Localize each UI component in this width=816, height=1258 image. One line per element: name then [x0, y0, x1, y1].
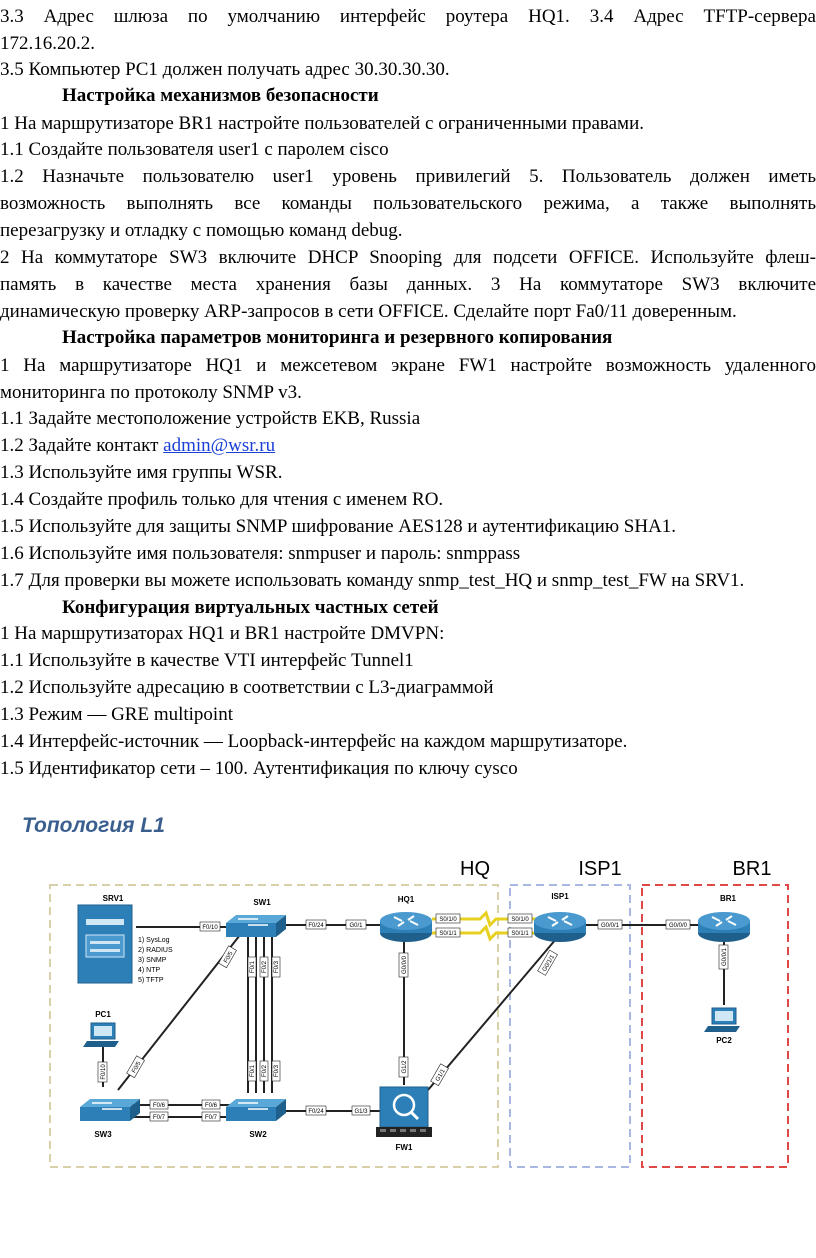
port-label: S0/1/0	[439, 917, 457, 923]
port-label: G0/1	[349, 923, 363, 929]
text-line: 1.3 Режим — GRE multipoint	[0, 704, 233, 725]
topology-title: Топология L1	[22, 814, 165, 837]
port-label: G0/0/1	[722, 947, 728, 966]
zone-isp-label: ISP1	[578, 858, 621, 880]
zone-hq-label: HQ	[460, 858, 490, 880]
text-line: 1.6 Используйте имя пользователя: snmpus…	[0, 543, 521, 564]
text-line: 1.1 Задайте местоположение устройств EKB…	[0, 408, 421, 429]
svg-text:4) NTP: 4) NTP	[138, 967, 161, 974]
text-line: 3.5 Компьютер PC1 должен получать адрес …	[0, 59, 450, 80]
br1-label: BR1	[720, 894, 737, 903]
section-heading: Конфигурация виртуальных частных сетей	[62, 597, 439, 618]
fw1-label: FW1	[396, 1143, 413, 1152]
text-line: 1.7 Для проверки вы можете использовать …	[0, 570, 745, 591]
port-label: G1/2	[402, 1060, 408, 1074]
port-label: F0/24	[308, 923, 324, 929]
text-line: перезагрузку и отладку с помощью команд …	[0, 220, 403, 241]
sw1-switch	[225, 914, 287, 938]
port-label: S0/1/1	[511, 931, 529, 937]
text-line: мониторинга по протоколу SNMP v3.	[0, 382, 302, 403]
isp1-router	[533, 911, 587, 943]
port-label: F0/5	[223, 950, 235, 964]
zone-br-label: BR1	[733, 858, 772, 880]
port-label: S0/1/0	[511, 917, 529, 923]
email-link[interactable]: admin@wsr.ru	[163, 435, 276, 456]
port-label: G0/0/0	[402, 955, 408, 974]
text-line: 1 На маршрутизаторе BR1 настройте пользо…	[0, 113, 644, 134]
port-label: S0/1/1	[439, 931, 457, 937]
section-heading: Настройка механизмов безопасности	[62, 85, 379, 106]
srv1-label: SRV1	[103, 894, 124, 903]
pc2-label: PC2	[716, 1036, 732, 1045]
isp1-label: ISP1	[551, 892, 569, 901]
port-label: G0/0/1	[601, 923, 620, 929]
sw3-label: SW3	[94, 1130, 112, 1139]
port-label: F0/7	[205, 1115, 218, 1121]
text-line: 1.1 Используйте в качестве VTI интерфейс…	[0, 650, 414, 671]
sw1-label: SW1	[253, 898, 271, 907]
sw2-label: SW2	[249, 1130, 267, 1139]
srv1-services: 1) SysLog 2) RADIUS 3) SNMP 4) NTP 5) TF…	[138, 937, 173, 984]
port-label: F0/10	[101, 1064, 107, 1080]
text-line: 1.5 Используйте для защиты SNMP шифрован…	[0, 516, 677, 537]
port-label: F0/2	[262, 960, 268, 973]
text-line: 172.16.20.2.	[0, 33, 95, 54]
pc2-computer	[703, 1007, 741, 1033]
sw3-switch	[79, 1098, 141, 1122]
topology-diagram: HQ ISP1 BR1	[49, 858, 789, 1168]
text-line: 1.1 Создайте пользователя user1 с пароле…	[0, 139, 389, 160]
port-label: F0/24	[308, 1109, 324, 1115]
text-line: 1.2 Назначьте пользователю user1 уровень…	[0, 166, 816, 187]
port-label: F0/7	[153, 1115, 166, 1121]
hq1-label: HQ1	[398, 895, 415, 904]
port-label: F0/3	[274, 1064, 280, 1077]
port-label: F0/1	[250, 1064, 256, 1077]
text-line: динамическую проверку ARP-запросов в сет…	[0, 301, 737, 322]
text-line: 1.4 Интерфейс-источник — Loopback-интерф…	[0, 731, 628, 752]
text-line: память в качестве места хранения базы да…	[0, 274, 816, 295]
section-heading: Настройка параметров мониторинга и резер…	[62, 327, 613, 348]
text-line: 2 На коммутаторе SW3 включите DHCP Snoop…	[0, 247, 816, 268]
text-line: 1.4 Создайте профиль только для чтения с…	[0, 489, 444, 510]
port-label: F0/2	[262, 1064, 268, 1077]
srv1-server	[77, 904, 133, 984]
svg-text:5) TFTP: 5) TFTP	[138, 977, 164, 984]
svg-text:3) SNMP: 3) SNMP	[138, 957, 167, 964]
text-line: 1.3 Используйте имя группы WSR.	[0, 462, 283, 483]
port-label: F0/6	[153, 1103, 166, 1109]
text-line: 1.5 Идентификатор сети – 100. Аутентифик…	[0, 758, 518, 779]
port-label: F0/6	[205, 1103, 218, 1109]
port-label: F0/1	[250, 960, 256, 973]
port-label: F0/10	[202, 925, 218, 931]
pc1-label: PC1	[95, 1010, 111, 1019]
svg-text:2) RADIUS: 2) RADIUS	[138, 947, 173, 954]
hq1-router	[379, 911, 433, 943]
port-label: G0/0/0	[669, 923, 688, 929]
port-label: F0/5	[131, 1060, 143, 1074]
port-label: G1/3	[354, 1109, 368, 1115]
sw2-switch	[225, 1098, 287, 1122]
pc1-computer	[82, 1022, 120, 1048]
svg-text:1) SysLog: 1) SysLog	[138, 937, 170, 944]
text-line: 1 На маршрутизаторе HQ1 и межсетевом экр…	[0, 355, 816, 376]
text-line: 1.2 Задайте контакт admin@wsr.ru	[0, 435, 276, 456]
fw1-firewall	[376, 1086, 432, 1137]
port-label: F0/3	[274, 960, 280, 973]
text-line: 1 На маршрутизаторах HQ1 и BR1 настройте…	[0, 623, 445, 644]
text-line: 1.2 Используйте адресацию в соответствии…	[0, 677, 494, 698]
text-line: 3.3 Адрес шлюза по умолчанию интерфейс р…	[0, 6, 816, 27]
text-line: возможность выполнять все команды пользо…	[0, 193, 816, 214]
br1-router	[697, 911, 751, 943]
